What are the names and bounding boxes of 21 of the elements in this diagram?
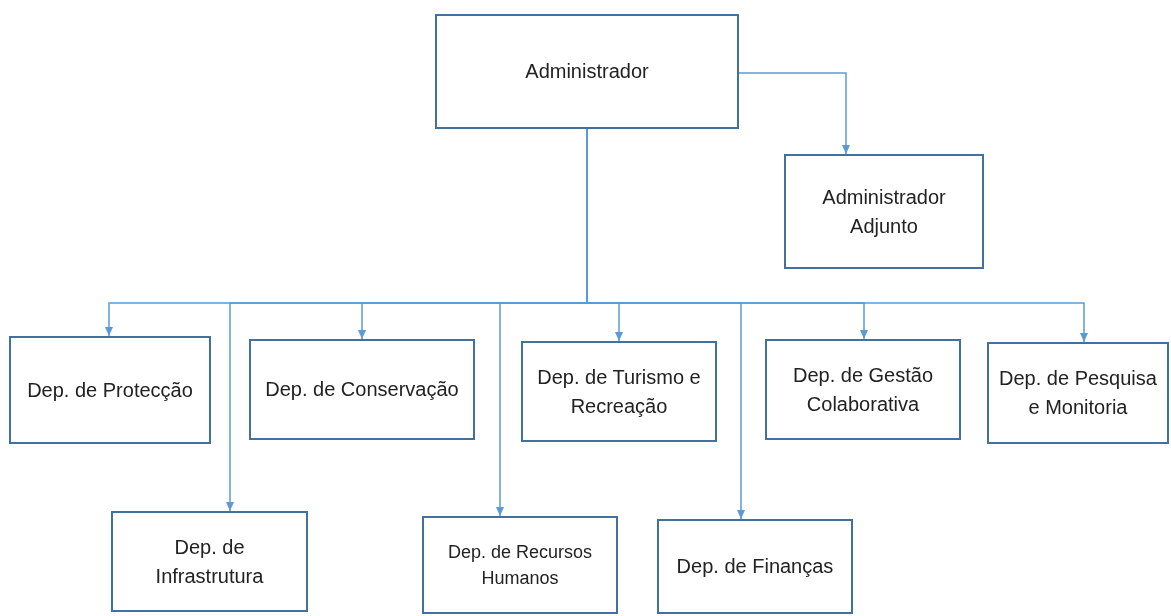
org-box: [9, 336, 211, 444]
department-name: Dep. de Infrastrutura: [154, 534, 265, 589]
department-name: Administrador Adjunto: [821, 184, 947, 239]
department-name: Dep. de Recursos Humanos: [446, 540, 594, 590]
department-name: Dep. de Gestão Colaborativa: [791, 362, 935, 417]
department-name: Dep. de Pesquisa e Monitoria: [999, 366, 1157, 420]
department-name: Dep. de Protecção: [27, 377, 193, 403]
org-box: [422, 516, 618, 614]
department-name: Dep. de Turismo e Recreação: [536, 364, 702, 419]
org-box: [784, 154, 984, 269]
org-box: [765, 339, 961, 440]
department-name: Dep. de Conservação: [265, 377, 459, 402]
org-box: [435, 14, 739, 129]
org-box: [249, 339, 475, 440]
department-name: Dep. de Finanças: [676, 554, 834, 579]
org-box: [987, 342, 1169, 444]
org-box: [657, 519, 853, 614]
org-box: [521, 341, 717, 442]
department-name: Administrador: [525, 59, 649, 84]
connector-arrow: [738, 72, 850, 155]
org-box: [111, 511, 308, 612]
